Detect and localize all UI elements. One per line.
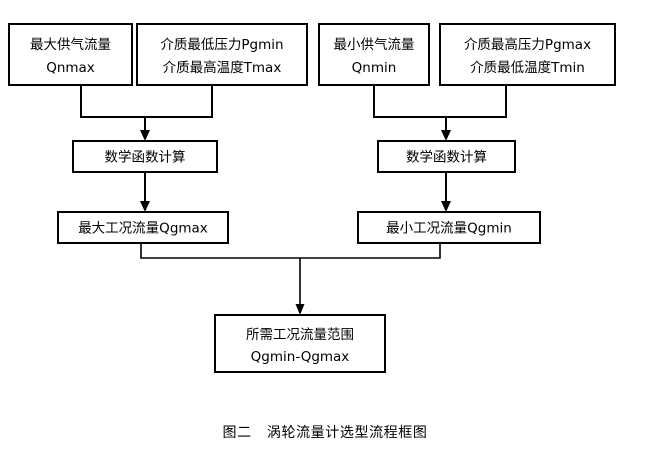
node-qgmax-result-box bbox=[57, 211, 229, 244]
node-media-max-pressure: 介质最高压力Pgmax 介质最低温度Tmin bbox=[439, 23, 616, 86]
node-math-calc-right-box bbox=[377, 140, 516, 173]
node-qgmax-result: 最大工况流量Qgmax bbox=[57, 211, 229, 244]
node-final-range-line2: Qgmin-Qgmax bbox=[251, 349, 350, 365]
node-media-min-pressure: 介质最低压力Pgmin 介质最高温度Tmax bbox=[136, 23, 308, 86]
node-math-calc-right-label: 数学函数计算 bbox=[406, 150, 487, 166]
arrowhead-bottom-merge bbox=[295, 304, 305, 315]
arrowhead-calc-right-to-qgmin bbox=[441, 201, 451, 212]
node-min-supply-flow: 最小供气流量 Qnmin bbox=[318, 23, 430, 86]
node-media-min-pressure-line2: 介质最高温度Tmax bbox=[163, 59, 282, 76]
figure-caption: 图二 涡轮流量计选型流程框图 bbox=[223, 425, 428, 441]
node-media-min-pressure-line1: 介质最低压力Pgmin bbox=[160, 37, 283, 53]
node-media-min-pressure-box bbox=[136, 23, 308, 86]
node-final-range: 所需工况流量范围 Qgmin-Qgmax bbox=[214, 314, 386, 373]
node-media-max-pressure-line1: 介质最高压力Pgmax bbox=[464, 36, 591, 53]
node-media-max-pressure-box bbox=[439, 23, 616, 86]
node-qgmax-result-label: 最大工况流量Qgmax bbox=[78, 221, 208, 237]
node-qgmin-result: 最小工况流量Qgmin bbox=[357, 211, 541, 244]
node-math-calc-left: 数学函数计算 bbox=[72, 140, 218, 173]
connector-calc-right-to-qgmin bbox=[441, 172, 451, 212]
connector-bottom-merge bbox=[140, 243, 441, 315]
node-min-supply-flow-line2: Qnmin bbox=[352, 60, 397, 76]
connector-right-merge bbox=[373, 85, 507, 141]
arrowhead-calc-left-to-qgmax bbox=[140, 201, 150, 212]
node-final-range-line1: 所需工况流量范围 bbox=[246, 327, 354, 343]
node-qgmin-result-box bbox=[357, 211, 541, 244]
node-media-max-pressure-line2: 介质最低温度Tmin bbox=[470, 60, 585, 76]
arrowhead-left-merge bbox=[140, 130, 150, 141]
node-min-supply-flow-line1: 最小供气流量 bbox=[334, 37, 415, 53]
node-math-calc-left-label: 数学函数计算 bbox=[105, 150, 186, 166]
node-final-range-box bbox=[214, 314, 386, 373]
node-max-supply-flow-line1: 最大供气流量 bbox=[30, 37, 111, 53]
connector-calc-left-to-qgmax bbox=[140, 172, 150, 212]
arrowhead-right-merge bbox=[441, 130, 451, 141]
node-max-supply-flow: 最大供气流量 Qnmax bbox=[8, 23, 133, 86]
node-max-supply-flow-box bbox=[8, 23, 133, 86]
connector-left-merge bbox=[80, 85, 213, 141]
node-qgmin-result-label: 最小工况流量Qgmin bbox=[386, 221, 512, 237]
node-math-calc-right: 数学函数计算 bbox=[377, 140, 516, 173]
node-max-supply-flow-line2: Qnmax bbox=[46, 60, 95, 76]
